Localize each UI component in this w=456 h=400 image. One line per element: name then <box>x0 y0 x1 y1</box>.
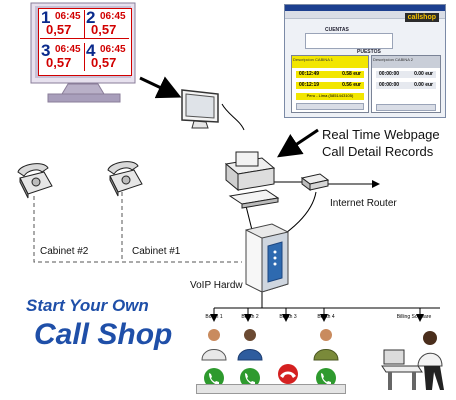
booth-panel-a: Descripcion CABINA 1 00:12:49 0.58 eur 00… <box>291 55 369 113</box>
voip-hardware-label: VoIP Hardw <box>190 280 243 291</box>
headline-line2: Call Shop <box>34 318 173 351</box>
telephone-icon-cabinet-1 <box>107 161 143 197</box>
person-icon <box>201 329 227 361</box>
phone-handset-icon <box>316 368 336 388</box>
cost-value: 0.58 eur <box>342 71 361 77</box>
phone-handset-icon <box>204 368 224 388</box>
section-puestos: PUESTOS <box>357 49 381 55</box>
booth-label: Booth 3 <box>279 314 297 320</box>
booth-b-row-2: 00:00:00 0.00 eur <box>376 82 436 89</box>
window-titlebar <box>285 5 445 11</box>
wire-cabinet-2 <box>33 196 242 263</box>
booth-panel-b: Descripcion CABINA 2 00:00:00 0.00 eur 00… <box>371 55 441 113</box>
voip-box-icon <box>245 223 289 293</box>
booth-3: Booth 3 <box>270 314 306 392</box>
cabinet-1-label: Cabinet #1 <box>132 246 181 257</box>
internet-router-label: Internet Router <box>330 198 397 209</box>
booth-label: Booth 4 <box>317 314 335 320</box>
booth-4: Booth 4 <box>308 314 344 392</box>
timer-value: 00:12:49 <box>299 71 320 77</box>
booth-a-footer: Peru - Lima (5851443105) <box>296 93 364 100</box>
billing-station: Billing Software <box>378 314 450 396</box>
brand-logo: callshop <box>404 13 439 22</box>
router-icon <box>300 173 330 191</box>
elapsed-time: 06:45 <box>100 11 126 22</box>
booth-a-buttons <box>296 103 364 110</box>
cost-value: 0.56 eur <box>342 82 361 88</box>
server-computer-icon <box>224 151 280 209</box>
timer-value: 00:00:00 <box>379 82 400 88</box>
booth-number: 3 <box>41 41 51 60</box>
booth-label: Booth 2 <box>241 314 259 320</box>
booth-b-buttons <box>376 104 436 111</box>
arrow-webpage-to-pc <box>277 128 319 158</box>
billing-software-label: Billing Software <box>396 314 432 320</box>
booth-counter-4: 4 06:45 0,57 <box>85 41 129 71</box>
billing-desk-icon <box>381 331 444 390</box>
person-icon <box>313 329 339 361</box>
booth-row: Booth 1 Booth 2 Booth 3 <box>196 314 346 394</box>
booth-counter-2: 2 06:45 0,57 <box>85 8 129 39</box>
call-cost: 0,57 <box>91 55 117 70</box>
timer-value: 00:00:00 <box>379 71 400 77</box>
timer-value: 00:12:19 <box>299 82 320 88</box>
booth-number: 2 <box>86 8 96 27</box>
booth-number: 4 <box>86 41 96 60</box>
telephone-icon-cabinet-2 <box>17 163 53 199</box>
elapsed-time: 06:45 <box>100 44 126 55</box>
cost-value: 0.00 eur <box>414 71 433 77</box>
headline-line1: Start Your Own <box>26 296 149 315</box>
booth-panel-a-header: Descripcion CABINA 1 <box>292 56 368 68</box>
booth-counter-panel: 1 06:45 0,57 2 06:45 0,57 3 06:45 0,57 4… <box>38 8 132 76</box>
section-cuentas: CUENTAS <box>325 27 349 33</box>
menu-bar <box>285 11 445 19</box>
cable-pc-to-server <box>221 103 245 131</box>
realtime-label-line1: Real Time Webpage <box>322 127 440 142</box>
cable-server-to-voip <box>245 205 253 231</box>
booth-label: Booth 1 <box>205 314 223 320</box>
booth-2: Booth 2 <box>232 314 268 392</box>
booth-counter-1: 1 06:45 0,57 <box>40 8 85 39</box>
person-icon <box>237 329 263 361</box>
booth-panel-b-header: Descripcion CABINA 2 <box>372 56 440 68</box>
booth-1: Booth 1 <box>196 314 232 392</box>
hangup-handset-icon <box>278 364 298 384</box>
call-cost: 0,57 <box>91 22 117 37</box>
computer-icon <box>181 89 219 129</box>
arrow-monitor-to-pc <box>139 76 182 99</box>
booth-counter-3: 3 06:45 0,57 <box>40 41 85 71</box>
booth-a-row-1: 00:12:49 0.58 eur <box>296 71 364 78</box>
booth-b-row-1: 00:00:00 0.00 eur <box>376 71 436 78</box>
cabinet-2-label: Cabinet #2 <box>40 246 89 257</box>
call-cost: 0,57 <box>46 22 72 37</box>
cost-value: 0.00 eur <box>414 82 433 88</box>
phone-handset-icon <box>240 368 260 388</box>
elapsed-time: 06:45 <box>55 11 81 22</box>
elapsed-time: 06:45 <box>55 44 81 55</box>
realtime-label-line2: Call Detail Records <box>322 144 434 159</box>
booth-base <box>196 384 346 394</box>
booth-a-row-2: 00:12:19 0.56 eur <box>296 82 364 89</box>
webpage-screenshot: callshop CUENTAS PUESTOS Descripcion CAB… <box>284 4 446 118</box>
call-cost: 0,57 <box>46 55 72 70</box>
booth-number: 1 <box>41 8 51 27</box>
account-box <box>305 33 393 49</box>
empty-booth-space <box>270 320 306 362</box>
